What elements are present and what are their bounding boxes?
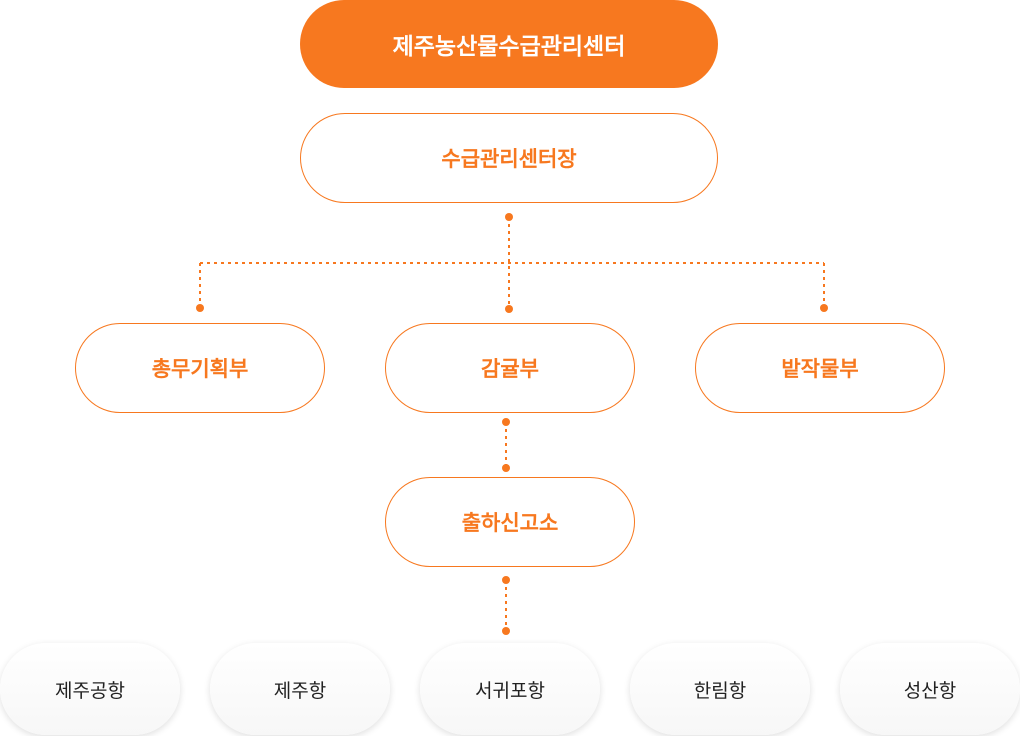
port-node-jeju-port: 제주항	[210, 643, 390, 735]
connector-dot	[196, 304, 204, 312]
department-node-field-crops: 밭작물부	[695, 323, 945, 413]
port-node-seogwipo-port: 서귀포항	[420, 643, 600, 735]
connector-dot	[502, 464, 510, 472]
connector-dot	[502, 627, 510, 635]
shipping-office-node: 출하신고소	[385, 477, 635, 567]
connector-dot	[502, 576, 510, 584]
connector-dot	[502, 418, 510, 426]
department-label: 감귤부	[481, 357, 539, 381]
org-root-node: 제주농산물수급관리센터	[300, 0, 718, 88]
port-node-jeju-airport: 제주공항	[0, 643, 180, 735]
department-label: 총무기획부	[151, 357, 249, 381]
center-head-node: 수급관리센터장	[300, 113, 718, 203]
department-label: 밭작물부	[781, 357, 859, 381]
port-label: 성산항	[903, 679, 957, 702]
connector-dot	[505, 213, 513, 221]
org-root-label: 제주농산물수급관리센터	[392, 34, 626, 60]
shipping-office-label: 출하신고소	[461, 511, 559, 535]
port-label: 한림항	[693, 679, 747, 702]
port-label: 제주항	[273, 679, 327, 702]
connector-dot	[820, 304, 828, 312]
center-head-label: 수급관리센터장	[441, 147, 577, 171]
port-node-seongsan-port: 성산항	[840, 643, 1020, 735]
port-label: 서귀포항	[475, 679, 545, 702]
port-label: 제주공항	[55, 679, 125, 702]
department-node-general-planning: 총무기획부	[75, 323, 325, 413]
department-node-citrus: 감귤부	[385, 323, 635, 413]
connector-dot	[505, 305, 513, 313]
port-node-hallim-port: 한림항	[630, 643, 810, 735]
